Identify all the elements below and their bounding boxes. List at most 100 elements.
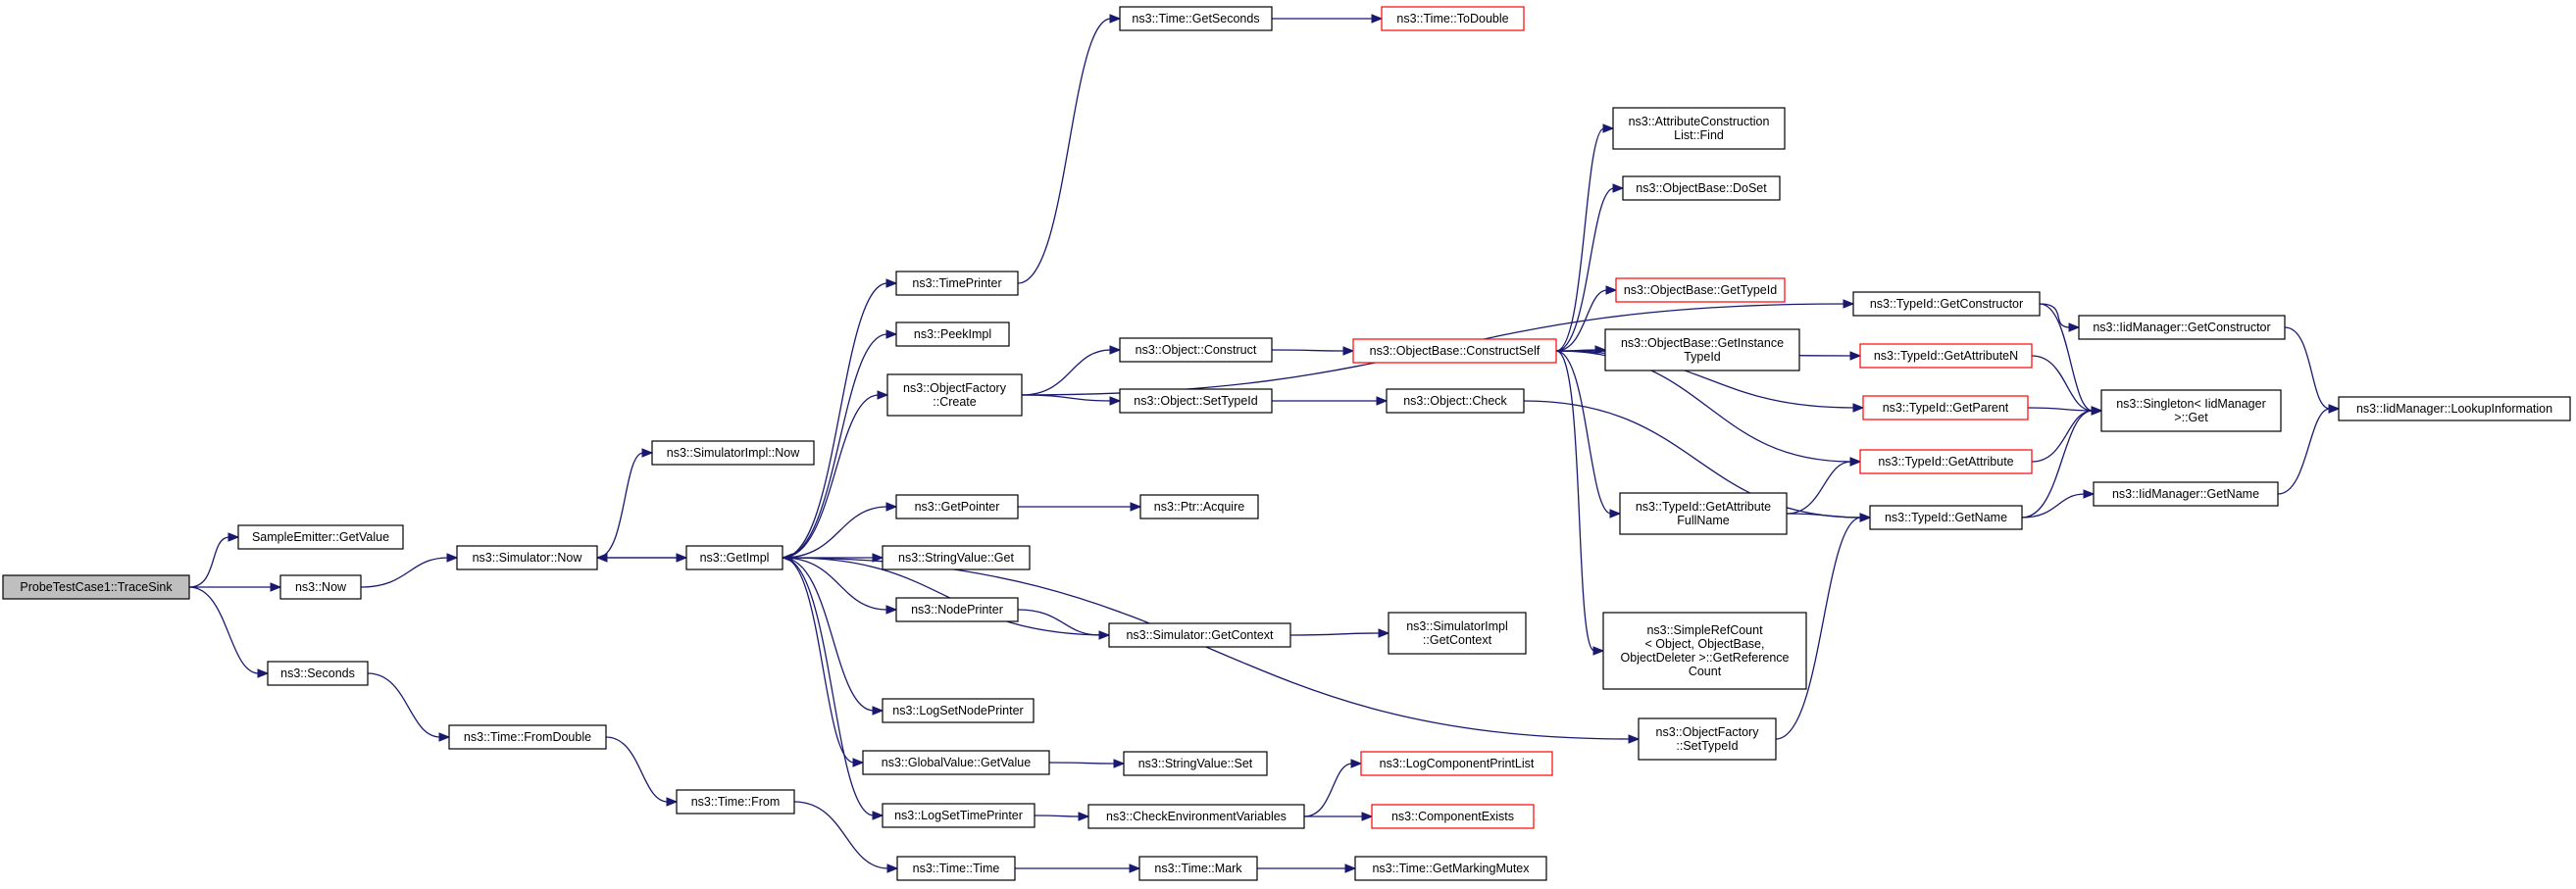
node-simNow[interactable]: ns3::Simulator::Now <box>456 545 598 570</box>
arrowhead <box>781 553 793 563</box>
node-box <box>862 750 1050 775</box>
node-box <box>1371 804 1535 829</box>
node-globalValueGetValue[interactable]: ns3::GlobalValue::GetValue <box>862 750 1050 775</box>
node-ptrAcquire[interactable]: ns3::Ptr::Acquire <box>1139 494 1259 519</box>
arrowhead <box>446 553 459 563</box>
node-timeGetSeconds[interactable]: ns3::Time::GetSeconds <box>1119 6 1273 31</box>
node-label: ns3::AttributeConstruction <box>1629 115 1770 128</box>
arrowhead <box>1342 346 1355 356</box>
node-simpleRefCountGetRefCount[interactable]: ns3::SimpleRefCount< Object, ObjectBase,… <box>1602 612 1807 690</box>
edge-typeIdGetAttrFullName-to-typeIdGetAttribute <box>1786 457 1862 515</box>
arrowhead <box>1602 123 1615 133</box>
node-objFactoryCreate[interactable]: ns3::ObjectFactory::Create <box>886 373 1023 417</box>
node-box <box>886 373 1023 417</box>
node-logSetNodePrinter[interactable]: ns3::LogSetNodePrinter <box>882 698 1035 723</box>
node-objBaseDoSet[interactable]: ns3::ObjectBase::DoSet <box>1622 175 1781 201</box>
edge-line <box>790 557 1110 636</box>
node-timeTime[interactable]: ns3::Time::Time <box>896 856 1016 881</box>
node-box <box>456 545 598 570</box>
node-componentExists[interactable]: ns3::ComponentExists <box>1371 804 1535 829</box>
node-logComponentPrintList[interactable]: ns3::LogComponentPrintList <box>1360 751 1553 776</box>
node-typeIdGetName[interactable]: ns3::TypeId::GetName <box>1869 505 2023 530</box>
node-checkEnvVars[interactable]: ns3::CheckEnvironmentVariables <box>1087 804 1305 829</box>
node-box <box>1119 337 1273 363</box>
node-logSetTimePrinter[interactable]: ns3::LogSetTimePrinter <box>882 803 1035 828</box>
edge-getImpl-to-getPointer <box>782 502 898 559</box>
edge-typeIdGetName-to-singletonGet <box>2021 406 2103 519</box>
node-timeGetMarkingMutex[interactable]: ns3::Time::GetMarkingMutex <box>1354 856 1547 881</box>
node-label: ns3::Time::FromDouble <box>464 730 591 744</box>
node-simImplGetContext[interactable]: ns3::SimulatorImpl::GetContext <box>1388 612 1527 655</box>
node-label: ns3::SimpleRefCount <box>1646 623 1763 637</box>
node-box <box>1119 388 1273 414</box>
edge-objBaseConstructSelf-to-attrConstructionListFind <box>1555 123 1615 352</box>
node-now[interactable]: ns3::Now <box>279 574 362 600</box>
arrowhead <box>885 329 898 339</box>
node-iidManagerLookupInfo[interactable]: ns3::IidManager::LookupInformation <box>2338 396 2571 421</box>
node-timeFrom[interactable]: ns3::Time::From <box>676 789 795 815</box>
arrowhead <box>2091 406 2103 416</box>
arrowhead <box>1859 513 1872 522</box>
node-iidManagerGetConstructor[interactable]: ns3::IidManager::GetConstructor <box>2078 315 2286 340</box>
node-box <box>1360 751 1553 776</box>
node-stringValueGet[interactable]: ns3::StringValue::Get <box>882 545 1031 570</box>
node-timeToDouble[interactable]: ns3::Time::ToDouble <box>1381 6 1525 31</box>
node-typeIdGetAttribute[interactable]: ns3::TypeId::GetAttribute <box>1859 449 2033 474</box>
node-timeFromDouble[interactable]: ns3::Time::FromDouble <box>448 724 607 750</box>
node-objectCheck[interactable]: ns3::Object::Check <box>1386 388 1525 414</box>
edge-line <box>2021 493 2086 519</box>
node-box <box>2093 481 2279 507</box>
node-getPointer[interactable]: ns3::GetPointer <box>895 494 1019 519</box>
edge-getImpl-to-peekImpl <box>782 329 898 559</box>
edge-getImpl-to-simNow <box>595 553 686 563</box>
node-simGetContext[interactable]: ns3::Simulator::GetContext <box>1108 622 1291 648</box>
arrowhead <box>1843 299 1855 309</box>
edge-line <box>1271 349 1345 352</box>
arrowhead <box>438 732 451 742</box>
arrowhead <box>1592 646 1605 656</box>
node-objBaseGetTypeId[interactable]: ns3::ObjectBase::GetTypeId <box>1615 277 1786 303</box>
node-objectConstruct[interactable]: ns3::Object::Construct <box>1119 337 1273 363</box>
node-iidManagerGetName[interactable]: ns3::IidManager::GetName <box>2093 481 2279 507</box>
node-nodePrinter[interactable]: ns3::NodePrinter <box>895 597 1019 622</box>
node-label: ns3::Time::Mark <box>1154 862 1242 875</box>
node-singletonGet[interactable]: ns3::Singleton< IidManager >::Get <box>2100 389 2282 432</box>
arrowhead <box>641 448 654 458</box>
edge-line <box>2031 355 2094 412</box>
edge-line <box>1048 762 1116 765</box>
node-box <box>1604 328 1800 371</box>
node-getImpl[interactable]: ns3::GetImpl <box>685 545 783 570</box>
edge-root-to-now <box>189 582 282 592</box>
node-timePrinter[interactable]: ns3::TimePrinter <box>895 271 1019 296</box>
arrowhead <box>872 706 884 716</box>
arrowhead <box>885 605 898 615</box>
node-typeIdGetParent[interactable]: ns3::TypeId::GetParent <box>1862 395 2029 420</box>
edge-line <box>1555 350 1612 515</box>
edge-objBaseConstructSelf-to-simpleRefCountGetRefCount <box>1555 350 1605 656</box>
node-label: ns3::Now <box>295 580 347 594</box>
node-timeMark[interactable]: ns3::Time::Mark <box>1138 856 1258 881</box>
node-box <box>685 545 783 570</box>
edge-root-to-sampleGet <box>188 532 240 588</box>
node-peekImpl[interactable]: ns3::PeekImpl <box>895 321 1010 347</box>
node-objectSetTypeId[interactable]: ns3::Object::SetTypeId <box>1119 388 1273 414</box>
node-objBaseConstructSelf[interactable]: ns3::ObjectBase::ConstructSelf <box>1352 338 1557 364</box>
node-seconds[interactable]: ns3::Seconds <box>267 661 369 686</box>
edge-line <box>782 557 875 816</box>
node-label: ns3::TypeId::GetAttribute <box>1636 500 1771 514</box>
node-box <box>2 574 190 600</box>
node-simImplNow[interactable]: ns3::SimulatorImpl::Now <box>651 440 815 466</box>
node-stringValueSet[interactable]: ns3::StringValue::Set <box>1123 751 1268 776</box>
node-typeIdGetConstructor[interactable]: ns3::TypeId::GetConstructor <box>1852 291 2041 317</box>
node-root[interactable]: ProbeTestCase1::TraceSink <box>2 574 190 600</box>
node-box <box>448 724 607 750</box>
node-box <box>1619 492 1788 535</box>
node-sampleGet[interactable]: SampleEmitter::GetValue <box>237 524 404 550</box>
edge-objBaseConstructSelf-to-typeIdGetAttrFullName <box>1555 350 1622 519</box>
node-objFactorySetTypeId[interactable]: ns3::ObjectFactory::SetTypeId <box>1638 717 1777 761</box>
node-typeIdGetAttributeN[interactable]: ns3::TypeId::GetAttributeN <box>1859 343 2033 369</box>
arrowhead <box>270 582 282 592</box>
